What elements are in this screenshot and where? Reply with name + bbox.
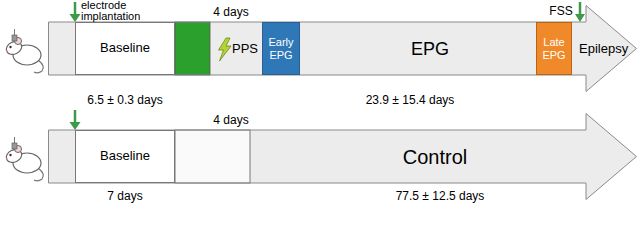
rat-icon bbox=[4, 29, 43, 73]
period-label: Control bbox=[403, 145, 467, 168]
period-label: Late EPG bbox=[539, 36, 569, 61]
event-label: FSS bbox=[549, 5, 572, 19]
period-label: Baseline bbox=[78, 149, 172, 164]
period-shade bbox=[175, 22, 210, 75]
period-label: Early EPG bbox=[265, 36, 297, 61]
duration-label: 4 days bbox=[213, 114, 248, 128]
period-box: Late EPG bbox=[536, 22, 572, 75]
arrow-outline bbox=[49, 114, 637, 200]
timeline-arrow: Control Baseline bbox=[48, 113, 637, 200]
duration-label: 6.5 ± 0.3 days bbox=[87, 94, 162, 108]
period-box: Early EPG bbox=[262, 22, 300, 75]
duration-label: 23.9 ± 15.4 days bbox=[366, 94, 455, 108]
period-label: PPS bbox=[232, 41, 258, 56]
duration-label: 4 days bbox=[213, 6, 248, 20]
duration-label: 77.5 ± 12.5 days bbox=[396, 190, 485, 204]
arrow-fill bbox=[48, 114, 637, 200]
period-label: EPG bbox=[411, 38, 449, 59]
stimulation-symbol bbox=[219, 38, 232, 61]
event-label: electrode implantation bbox=[81, 0, 147, 22]
period-shade bbox=[175, 130, 250, 183]
period-label: Epilepsy bbox=[579, 41, 628, 56]
period-box: Baseline bbox=[75, 22, 175, 75]
period-label: Baseline bbox=[78, 41, 172, 56]
duration-label: 7 days bbox=[107, 190, 142, 204]
event-arrow bbox=[70, 2, 586, 130]
period-box: Baseline bbox=[75, 130, 175, 183]
rat-icon bbox=[4, 137, 43, 181]
